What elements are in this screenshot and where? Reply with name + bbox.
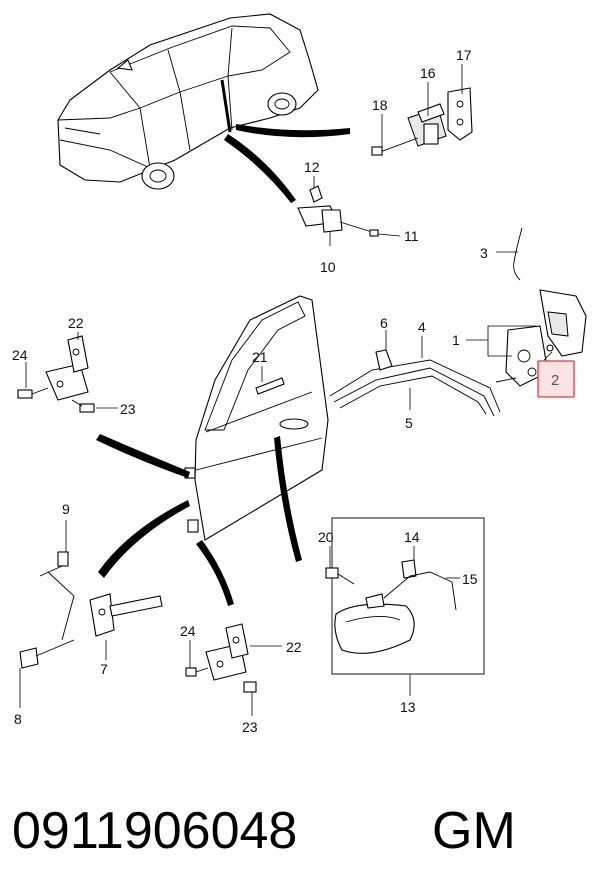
leader-swooshes-top — [224, 124, 350, 203]
callout-1: 1 — [452, 332, 460, 348]
callout-15: 15 — [462, 571, 478, 587]
leader-lines — [19, 64, 553, 716]
striker-assembly — [297, 185, 379, 237]
callout-24-lower: 24 — [180, 623, 196, 639]
highlight-box-2 — [537, 360, 575, 398]
callout-23-lower: 23 — [242, 719, 258, 735]
callout-22-upper: 22 — [68, 315, 84, 331]
callout-13: 13 — [400, 699, 416, 715]
callout-12: 12 — [304, 159, 320, 175]
callout-5: 5 — [405, 415, 413, 431]
leader-swooshes-door — [96, 434, 302, 606]
callout-20: 20 — [318, 529, 334, 545]
callout-7: 7 — [100, 661, 108, 677]
callout-10: 10 — [320, 259, 336, 275]
callout-11: 11 — [404, 228, 419, 244]
callout-16: 16 — [420, 65, 436, 81]
upper-hinge — [17, 335, 95, 413]
lower-hinge — [185, 623, 257, 693]
car-illustration — [57, 13, 319, 190]
callout-9: 9 — [62, 501, 70, 517]
callout-18: 18 — [372, 97, 388, 113]
callout-6: 6 — [380, 315, 388, 331]
door-check — [19, 551, 163, 669]
callout-8: 8 — [14, 711, 22, 727]
rod-part-3 — [513, 227, 523, 281]
latch-assembly — [329, 289, 587, 417]
callout-24-upper: 24 — [12, 347, 28, 363]
door-panel — [184, 295, 329, 541]
callout-14: 14 — [404, 529, 420, 545]
outside-handle-group — [325, 517, 485, 675]
brand-text: GM — [432, 802, 516, 860]
hinge-assembly-top — [371, 87, 473, 156]
callout-23-upper: 23 — [120, 401, 136, 417]
callout-17: 17 — [456, 47, 472, 63]
callout-22-lower: 22 — [286, 639, 302, 655]
callout-4: 4 — [418, 319, 426, 335]
callout-labels: 17 16 18 12 11 10 3 6 4 1 2 5 21 22 24 2… — [12, 47, 559, 735]
callout-21: 21 — [252, 349, 268, 365]
part-number-text: 0911906048 — [12, 802, 297, 860]
callout-3: 3 — [480, 245, 488, 261]
callout-2: 2 — [551, 372, 559, 389]
